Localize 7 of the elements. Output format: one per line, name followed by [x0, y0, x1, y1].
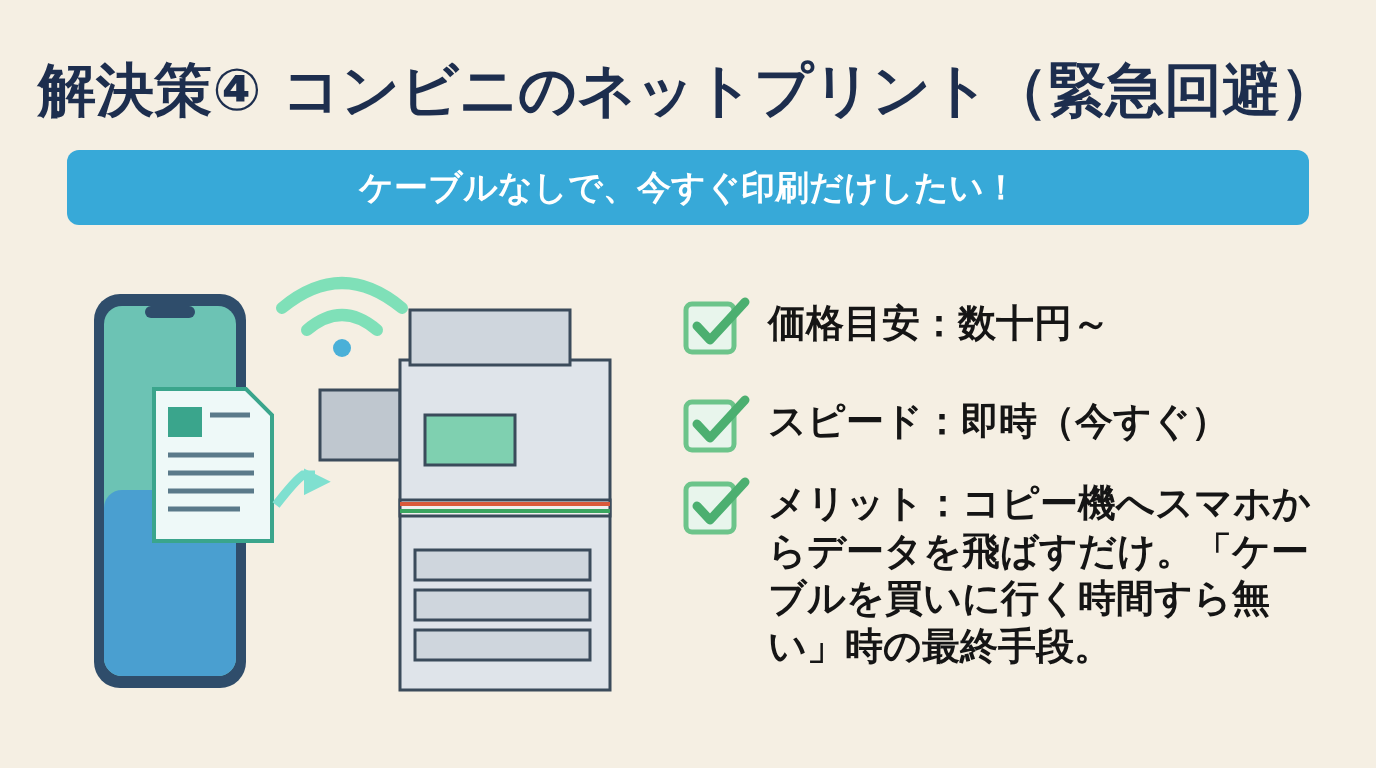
- check-item-text: メリット：コピー機へスマホからデータを飛ばすだけ。「ケーブルを買いに行く時間すら無い」時の最終手段。: [768, 480, 1312, 670]
- title: 解決策④ コンビニのネットプリント（緊急回避）: [36, 55, 1339, 126]
- document-drawing: [150, 385, 276, 545]
- banner: [67, 150, 1309, 225]
- check-item-text: スピード：即時（今すぐ）: [768, 398, 1230, 445]
- banner-text: ケーブルなしで、今すぐ印刷だけしたい！: [358, 165, 1018, 209]
- check-item-text: 価格目安：数十円～: [768, 300, 1111, 347]
